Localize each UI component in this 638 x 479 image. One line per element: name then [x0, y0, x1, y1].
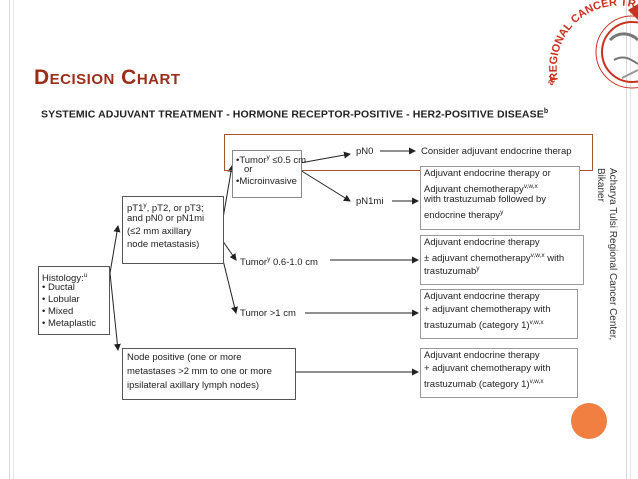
- arrow-histology-to-pt: [109, 225, 121, 274]
- node-line-3: ipsilateral axillary lymph nodes): [127, 380, 259, 391]
- outcome-large-line-3: trastuzumab (category 1)v,w,x: [424, 319, 544, 332]
- outcome-pn1mi-line-4: endocrine therapyy: [424, 209, 504, 222]
- histology-item: • Ductal: [42, 282, 75, 293]
- outcome-pn1mi-line-1: Adjuvant endocrine therapy or: [424, 168, 551, 179]
- outcome-mid-line-2: ± adjuvant chemotherapyv,w,x with: [424, 252, 565, 265]
- node-positive-box: [122, 348, 296, 400]
- pn0-label: pN0: [356, 146, 374, 157]
- arrow-small-to-pn1mi: [299, 169, 351, 202]
- outcome-mid-box: [420, 235, 584, 285]
- histology-label: Histology:u: [42, 272, 88, 285]
- tumor-small-line-3: •Microinvasive: [236, 176, 297, 187]
- outcome-mid-line-3: trastuzumaby: [424, 265, 480, 278]
- pt-line-2: and pN0 or pN1mi: [127, 213, 205, 224]
- arrow-small-to-pn0: [299, 151, 351, 164]
- pt-line-4: node metastasis): [127, 239, 200, 250]
- pt-group-box: [122, 196, 224, 264]
- node-line-2: metastases >2 mm to one or more: [127, 366, 272, 377]
- histology-box: [38, 266, 110, 335]
- arrow-pt-to-large: [221, 255, 238, 314]
- slide-title: Decision Chart: [34, 66, 181, 89]
- tumor-small-box: [232, 150, 302, 198]
- outcome-node-box: [420, 348, 578, 398]
- left-border-line: [13, 0, 14, 479]
- left-border-line: [9, 0, 10, 479]
- histology-item: • Lobular: [42, 294, 80, 305]
- outcome-pn1mi-line-3: with trastuzumab followed by: [424, 194, 546, 205]
- right-border-line: [630, 0, 631, 479]
- pt-line-3: (≤2 mm axillary: [127, 226, 192, 237]
- highlight-frame: [224, 134, 593, 171]
- outcome-pn1mi-line-2: Adjuvant chemotherapyv,w,x: [424, 183, 538, 196]
- outcome-pn0: Consider adjuvant endocrine therap: [421, 146, 572, 157]
- right-border-line: [626, 0, 627, 479]
- outcome-node-line-1: Adjuvant endocrine therapy: [424, 350, 540, 361]
- histology-item: • Metaplastic: [42, 318, 97, 329]
- outcome-mid-line-1: Adjuvant endocrine therapy: [424, 237, 540, 248]
- tumor-large: Tumor >1 cm: [240, 308, 296, 319]
- outcome-large-box: [420, 289, 578, 339]
- decorative-dot: [571, 403, 607, 439]
- tumor-small-line-2: or: [244, 164, 253, 175]
- outcome-node-line-3: trastuzumab (category 1)v,w,x: [424, 378, 544, 391]
- cancer-center-logo: REGIONAL CANCER TREA al: [540, 0, 638, 89]
- outcome-large-line-1: Adjuvant endocrine therapy: [424, 291, 540, 302]
- outcome-large-line-2: + adjuvant chemotherapy with: [424, 304, 551, 315]
- arrow-histology-to-node: [109, 272, 121, 351]
- tumor-mid: Tumory 0.6-1.0 cm: [240, 256, 318, 269]
- pn1mi-label: pN1mi: [356, 196, 384, 207]
- histology-item: • Mixed: [42, 306, 74, 317]
- outcome-node-line-2: + adjuvant chemotherapy with: [424, 363, 551, 374]
- node-line-1: Node positive (one or more: [127, 352, 242, 363]
- tumor-small-line-1: •Tumory ≤0.5 cm: [236, 154, 307, 167]
- pt-line-1: pT1y, pT2, or pT3;: [127, 202, 204, 215]
- chart-heading: SYSTEMIC ADJUVANT TREATMENT - HORMONE RE…: [41, 108, 549, 121]
- outcome-pn1mi-box: [420, 166, 580, 230]
- arrow-pt-to-mid: [221, 239, 237, 261]
